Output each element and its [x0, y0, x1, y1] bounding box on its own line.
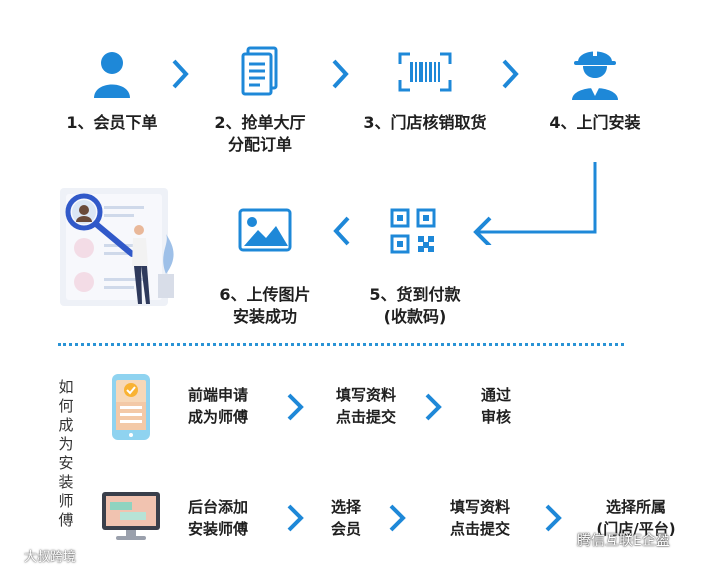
- step6-label-line2: 安装成功: [232, 307, 297, 326]
- chevron-right-icon: [389, 504, 406, 532]
- worker-icon: [572, 46, 618, 100]
- row2-step4-line2: (门店/平台): [596, 520, 676, 538]
- row2-step3-line1: 填写资料: [449, 498, 510, 516]
- barcode-scan-icon: [398, 52, 452, 92]
- step1-label: 1、会员下单: [66, 113, 158, 132]
- document-icon: [241, 46, 278, 96]
- chevron-right-icon: [545, 504, 562, 532]
- profile-search-illustration: [60, 188, 174, 306]
- row2-step2-line2: 会员: [330, 520, 361, 538]
- row2-step1-line2: 安装师傅: [187, 520, 248, 538]
- image-icon: [238, 208, 292, 252]
- chevron-right-icon: [172, 59, 189, 89]
- row2-step1-line1: 后台添加: [187, 498, 248, 516]
- become-master-title: 如 何 成 为 安 装 师 傅: [58, 378, 74, 529]
- watermark-logo-icon: [2, 547, 22, 559]
- chevron-right-icon: [502, 59, 519, 89]
- step6-label-line1: 6、上传图片: [219, 285, 311, 304]
- step2-label-line1: 2、抢单大厅: [214, 113, 306, 132]
- flow-connector-arrow: [473, 162, 597, 245]
- wechat-icon: [550, 528, 574, 547]
- chevron-right-icon: [287, 504, 304, 532]
- user-icon: [94, 52, 130, 98]
- row1-step1-line2: 成为师傅: [187, 408, 248, 426]
- step5-label-line2: (收款码): [383, 307, 447, 326]
- section-divider: [58, 343, 624, 346]
- row1-step3-line1: 通过: [480, 386, 511, 404]
- qr-code-icon: [390, 208, 436, 254]
- row2-step3-line2: 点击提交: [449, 520, 510, 538]
- watermark-left: 大叔跨境: [24, 550, 77, 565]
- chevron-left-icon: [333, 216, 350, 246]
- row1-step3-line2: 审核: [480, 408, 511, 426]
- chevron-right-icon: [287, 393, 304, 421]
- step2-label-line2: 分配订单: [227, 135, 292, 154]
- row1-step2-line2: 点击提交: [335, 408, 396, 426]
- step3-label: 3、门店核销取货: [363, 113, 487, 132]
- desktop-monitor-icon: [102, 492, 160, 540]
- watermark-right: 腾信互联E企盈: [577, 533, 670, 549]
- chevron-right-icon: [425, 393, 442, 421]
- step5-label-line1: 5、货到付款: [369, 285, 461, 304]
- row1-step2-line1: 填写资料: [335, 386, 396, 404]
- mobile-phone-icon: [112, 374, 150, 440]
- row1-step1-line1: 前端申请: [187, 386, 248, 404]
- step4-label: 4、上门安装: [549, 113, 641, 132]
- chevron-right-icon: [332, 59, 349, 89]
- row2-step2-line1: 选择: [330, 498, 361, 516]
- row2-step4-line1: 选择所属: [605, 498, 666, 516]
